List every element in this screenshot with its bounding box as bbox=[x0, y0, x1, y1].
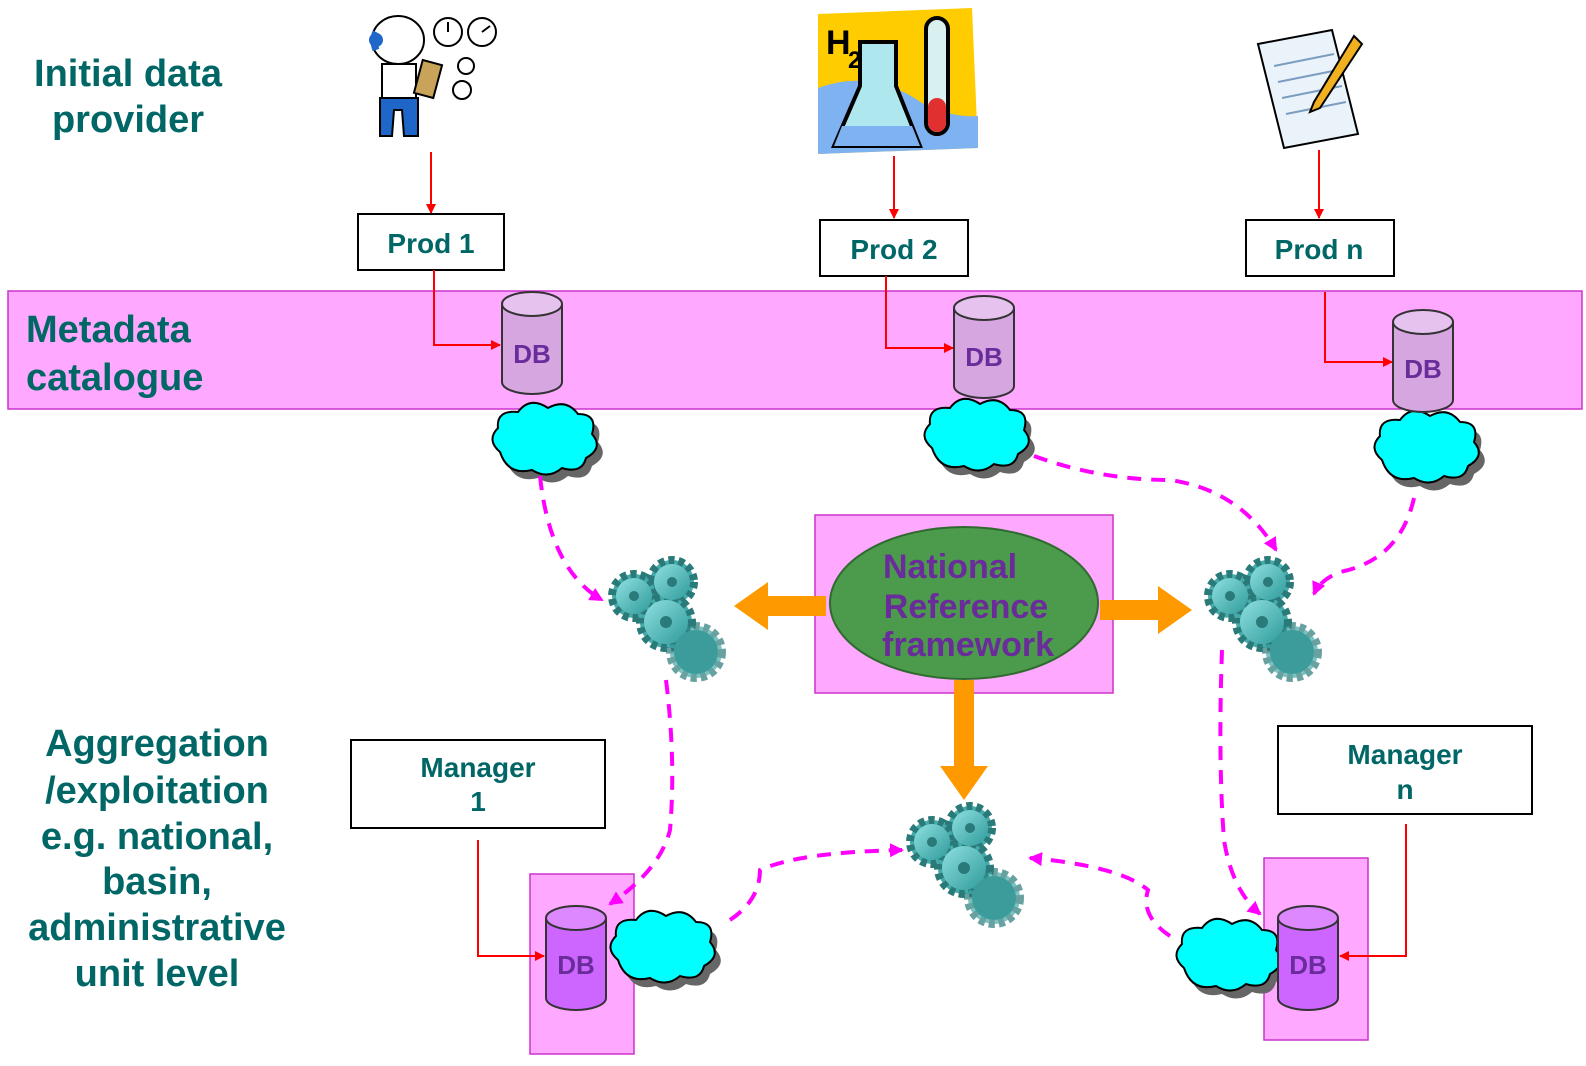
db-label: DB bbox=[965, 342, 1003, 372]
aggregation-line2: /exploitation bbox=[45, 770, 269, 812]
processing-gears-icon bbox=[906, 802, 1024, 928]
document-with-pen-icon bbox=[1256, 28, 1364, 150]
arrow-prodn-to-db bbox=[1324, 292, 1393, 367]
prod-2-box: Prod 2 bbox=[819, 219, 969, 277]
arrow-managern-to-db bbox=[1339, 824, 1407, 961]
manager-1-box: Manager 1 bbox=[350, 739, 606, 829]
manager-n-label-line1: Manager bbox=[1347, 739, 1462, 770]
arrow-manager1-to-db bbox=[477, 840, 545, 961]
orange-arrow-left bbox=[734, 582, 826, 630]
flow-cloud1-to-gears-left bbox=[538, 475, 604, 602]
flow-cloud-right-to-center-gears bbox=[1028, 852, 1172, 938]
prod-n-box: Prod n bbox=[1245, 219, 1395, 277]
db-label: DB bbox=[1289, 950, 1327, 980]
processing-gears-icon bbox=[1204, 556, 1322, 682]
metadata-catalogue-band bbox=[7, 290, 1583, 410]
network-cloud-icon bbox=[1373, 409, 1485, 491]
network-cloud-icon bbox=[923, 397, 1035, 479]
initial-provider-label-line2: provider bbox=[52, 99, 204, 141]
manager-n-box: Manager n bbox=[1277, 725, 1533, 815]
prod-1-box: Prod 1 bbox=[357, 213, 505, 271]
flow-gears-right-to-db-bottom bbox=[1218, 649, 1262, 916]
nrf-line2: Reference bbox=[884, 588, 1048, 626]
nrf-line1: National bbox=[883, 548, 1017, 586]
national-reference-ellipse bbox=[829, 526, 1099, 680]
aggregation-line4: basin, bbox=[102, 861, 212, 903]
database-cylinder: DB bbox=[545, 905, 607, 1011]
manager-1-label-line2: 1 bbox=[470, 786, 486, 817]
database-cylinder: DB bbox=[953, 295, 1015, 399]
db-label: DB bbox=[513, 339, 551, 369]
svg-text:H: H bbox=[826, 24, 851, 62]
prod-n-label: Prod n bbox=[1275, 234, 1364, 265]
prod-1-label: Prod 1 bbox=[387, 228, 474, 259]
aggregation-label: Aggregation /exploitation e.g. national,… bbox=[28, 723, 286, 995]
network-cloud-icon bbox=[491, 401, 603, 483]
db-label: DB bbox=[1404, 354, 1442, 384]
flow-gears-left-to-db-bottom bbox=[608, 679, 675, 906]
manager-1-label-line1: Manager bbox=[420, 752, 535, 783]
metadata-label-line2: catalogue bbox=[26, 357, 203, 399]
processing-gears-icon bbox=[608, 556, 726, 682]
initial-provider-label-line1: Initial data bbox=[34, 53, 223, 95]
metadata-label-line1: Metadata bbox=[26, 309, 192, 351]
arrow-prod2-to-db bbox=[885, 276, 954, 353]
aggregation-line1: Aggregation bbox=[45, 723, 269, 765]
network-cloud-icon bbox=[609, 909, 721, 991]
aggregation-line5: administrative bbox=[28, 907, 286, 949]
worker-with-clipboard-icon bbox=[369, 15, 497, 137]
manager-n-label-line2: n bbox=[1396, 774, 1413, 805]
network-cloud-icon bbox=[1175, 917, 1287, 999]
arrow-prod1-to-db bbox=[433, 270, 501, 350]
orange-arrow-down bbox=[940, 680, 988, 800]
nrf-line3: framework bbox=[882, 626, 1054, 664]
flow-cloud2-to-gears-right bbox=[1033, 454, 1278, 552]
laboratory-flask-icon: H 2 bbox=[818, 8, 978, 154]
database-cylinder: DB bbox=[501, 291, 563, 395]
db-label: DB bbox=[557, 950, 595, 980]
flow-cloudn-to-gears-right bbox=[1312, 497, 1416, 596]
database-cylinder: DB bbox=[1277, 905, 1339, 1011]
svg-text:2: 2 bbox=[848, 47, 861, 74]
aggregation-line6: unit level bbox=[75, 953, 240, 995]
orange-arrow-right bbox=[1100, 586, 1192, 634]
aggregation-line3: e.g. national, bbox=[41, 816, 273, 858]
database-cylinder: DB bbox=[1392, 309, 1454, 413]
flow-cloud-left-to-center-gears bbox=[728, 843, 904, 922]
prod-2-label: Prod 2 bbox=[850, 234, 937, 265]
